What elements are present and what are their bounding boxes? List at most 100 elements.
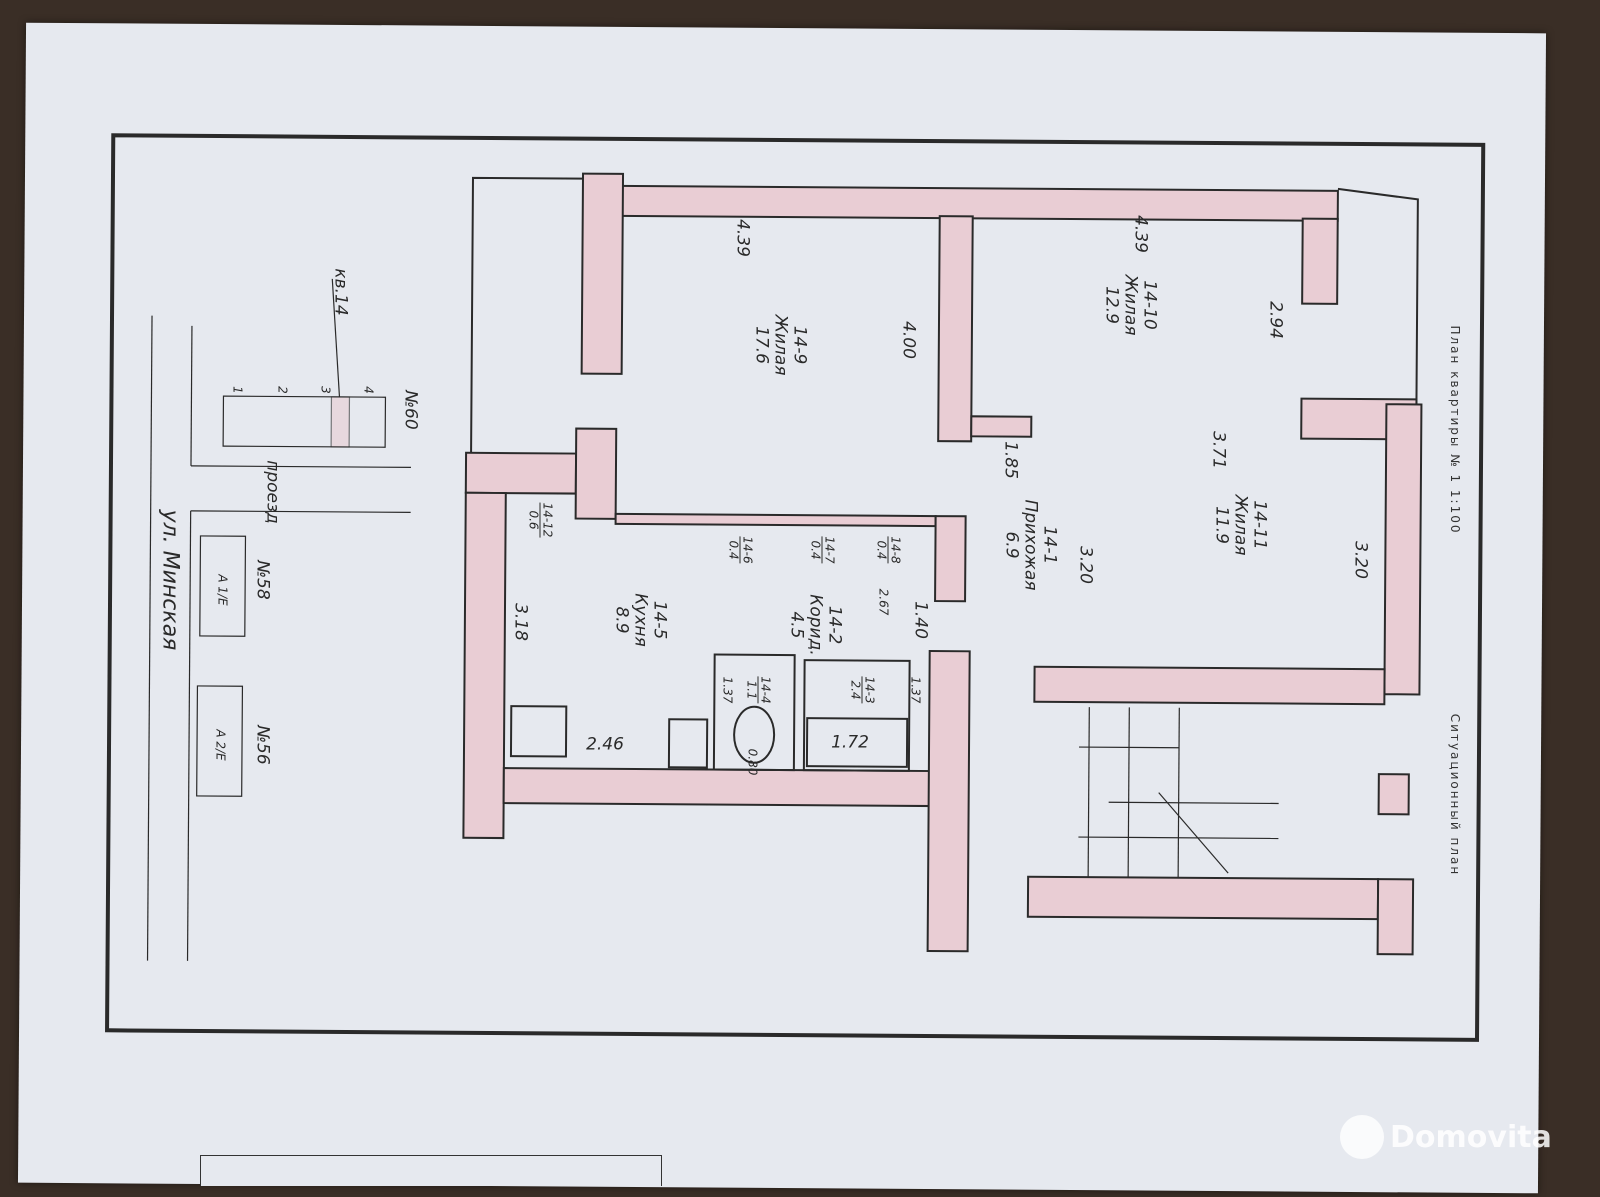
wall — [1376, 878, 1415, 956]
sink — [667, 718, 709, 769]
wall — [934, 515, 967, 603]
room-id: 14-11 — [1249, 500, 1270, 550]
room-id: 14-12 — [539, 502, 555, 538]
dimension: 3.18 — [510, 603, 531, 641]
room-id: 14-8 — [887, 536, 903, 564]
column — [1377, 773, 1410, 816]
room-area: 8.9 — [611, 606, 632, 634]
section-number: 1 — [230, 386, 245, 394]
dimension: 3.20 — [1075, 546, 1096, 584]
room-area: 17.6 — [751, 326, 772, 364]
dimension: 2.67 — [876, 588, 891, 616]
wall — [464, 451, 578, 495]
wall — [1383, 403, 1423, 696]
bathroom — [802, 659, 911, 772]
room-name: Жилая — [1120, 274, 1141, 336]
staircase-and-site-lines — [146, 278, 1279, 961]
section-number: 2 — [275, 386, 290, 394]
wall — [970, 415, 1033, 438]
document-sheet — [17, 22, 1547, 1194]
room-area: 12.9 — [1101, 286, 1122, 324]
room-name: Жилая — [1230, 494, 1251, 556]
next-page-edge — [200, 1155, 662, 1186]
wall — [502, 767, 935, 808]
dimension: 2.94 — [1265, 301, 1286, 339]
dimension: 1.37 — [908, 676, 923, 704]
room-name: Прихожая — [1020, 499, 1041, 591]
dimension: 3.20 — [1350, 541, 1371, 579]
passage-label: проезд — [262, 460, 283, 524]
house-number: №58 — [252, 560, 273, 600]
room-area: 1.1 — [744, 680, 759, 700]
plan-title: План квартиры № 1 1:100 — [1448, 325, 1462, 535]
watermark-text: Domovita — [1390, 1119, 1552, 1155]
dimension: 3.71 — [1208, 431, 1229, 469]
room-area: 4.5 — [786, 611, 807, 639]
dimension: 0.80 — [745, 748, 760, 776]
dimension: 4.39 — [732, 219, 753, 257]
situation-plan-title: Ситуационный план — [1448, 713, 1462, 877]
wall — [614, 512, 937, 528]
wall — [926, 650, 971, 953]
room-area: 6.9 — [1001, 531, 1022, 559]
room-id: 14-1 — [1039, 525, 1060, 565]
watermark: Domovita — [1340, 1115, 1552, 1159]
dimension: 1.85 — [1000, 441, 1021, 479]
toilet-room — [712, 653, 796, 772]
dimension: 1.72 — [831, 732, 869, 753]
wall — [937, 215, 974, 443]
wall — [462, 491, 507, 840]
room-area: 0.4 — [874, 540, 889, 560]
room-area: 0.6 — [526, 510, 541, 530]
room-name: Жилая — [770, 314, 791, 376]
wall — [1033, 665, 1386, 706]
toilet — [733, 705, 776, 764]
outer-wall-line — [470, 176, 583, 453]
street-label: ул. Минская — [157, 509, 183, 651]
stove — [509, 705, 568, 758]
wall — [1026, 875, 1380, 921]
watermark-logo-icon — [1340, 1115, 1384, 1159]
room-id: 14-9 — [789, 325, 810, 365]
room-id: 14-10 — [1139, 280, 1160, 330]
room-area: 11.9 — [1211, 506, 1232, 544]
house-number: №56 — [252, 725, 273, 765]
dimension: 2.46 — [586, 734, 624, 755]
frame — [105, 133, 1486, 1042]
room-area: 2.4 — [848, 680, 863, 700]
outer-wall-line — [1337, 187, 1419, 405]
outer-wall — [616, 184, 1339, 222]
room-name: Корид. — [805, 594, 826, 656]
section-number: 3 — [318, 386, 333, 394]
wall — [1301, 217, 1339, 305]
section-number: 4 — [361, 386, 376, 394]
room-id: 14-6 — [739, 536, 755, 564]
bathtub — [805, 717, 909, 768]
room-area: 0.4 — [726, 540, 741, 560]
room-id: 14-4 — [757, 676, 773, 704]
house-code: А 2/Е — [213, 729, 228, 761]
room-id: 14-7 — [821, 536, 837, 564]
room-area: 0.4 — [808, 540, 823, 560]
dimension: 1.40 — [910, 601, 931, 639]
wall — [574, 427, 618, 520]
house-number: №60 — [400, 390, 421, 430]
room-id: 14-5 — [649, 600, 670, 640]
wall — [580, 172, 625, 375]
dimension: 1.37 — [720, 676, 735, 704]
dimension: 4.00 — [898, 321, 919, 359]
room-id: 14-3 — [861, 676, 877, 704]
apartment-label: кв.14 — [330, 268, 351, 316]
floor-plan-drawing — [105, 133, 1486, 1042]
dimension: 4.39 — [1130, 215, 1151, 253]
